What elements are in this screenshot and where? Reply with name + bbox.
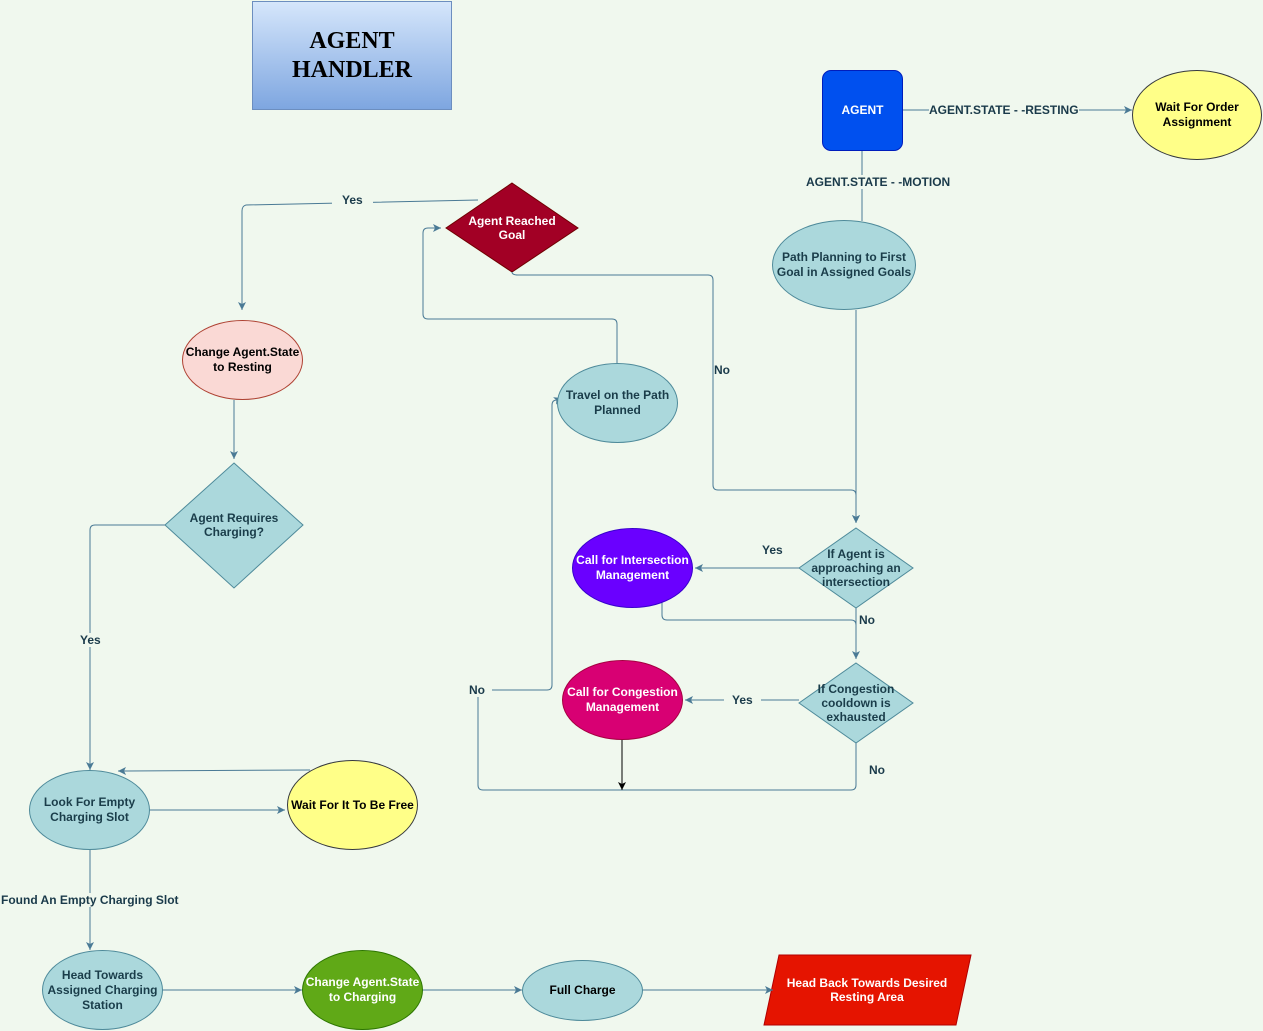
wait-for-free-node[interactable]: Wait For It To Be Free	[287, 760, 418, 850]
edge-wait-to-look	[117, 766, 311, 775]
call-intersection-mgmt-node[interactable]: Call for Intersection Management	[572, 528, 693, 608]
edge-label-goal-yes: Yes	[332, 193, 373, 207]
edge-travel-to-goal	[422, 224, 618, 363]
edge-label-charging-yes: Yes	[80, 633, 101, 647]
if-approaching-intersection-label: If Agent is approaching an intersection	[811, 547, 901, 589]
change-state-resting-node[interactable]: Change Agent.State to Resting	[182, 320, 303, 400]
edge-charging-yes	[86, 524, 165, 770]
edge-travel-no	[492, 397, 563, 691]
agent-reached-goal-label: Agent Reached Goal	[468, 214, 556, 242]
edge-intersection-mgmt-return	[661, 600, 857, 626]
path-planning-node[interactable]: Path Planning to First Goal in Assigned …	[772, 220, 916, 310]
head-back-resting-parallelogram[interactable]	[763, 954, 972, 1026]
agent-requires-charging-diamond[interactable]	[164, 462, 304, 589]
edge-goal-yes	[238, 199, 479, 310]
head-towards-station-node[interactable]: Head Towards Assigned Charging Station	[42, 950, 163, 1030]
edge-goal-no	[511, 271, 860, 523]
edge-label-congestion-no: No	[869, 763, 885, 777]
if-congestion-cooldown-label: If Congestion cooldown is exhausted	[817, 682, 895, 724]
travel-on-path-node[interactable]: Travel on the Path Planned	[557, 363, 678, 443]
edge-label-intersection-no: No	[859, 613, 875, 627]
edge-label-agent-motion: AGENT.STATE - -MOTION	[806, 175, 951, 189]
edge-label-congestion-yes: Yes	[724, 693, 761, 707]
edge-label-intersection-yes: Yes	[762, 543, 783, 557]
change-state-charging-node[interactable]: Change Agent.State to Charging	[302, 950, 423, 1030]
edge-label-found-slot: Found An Empty Charging Slot	[1, 893, 179, 907]
edge-label-travel-no: No	[469, 683, 485, 697]
look-for-empty-slot-node[interactable]: Look For Empty Charging Slot	[29, 770, 150, 850]
page-title: AGENT HANDLER	[252, 1, 452, 110]
wait-for-order-node[interactable]: Wait For Order Assignment	[1132, 70, 1262, 160]
edge-label-agent-resting: AGENT.STATE - -RESTING	[929, 103, 1079, 117]
edge-label-goal-no: No	[714, 363, 730, 377]
agent-node[interactable]: AGENT	[822, 70, 903, 151]
full-charge-node[interactable]: Full Charge	[522, 960, 643, 1021]
call-congestion-mgmt-node[interactable]: Call for Congestion Management	[562, 660, 683, 740]
head-back-resting-label: Head Back Towards Desired Resting Area	[786, 976, 948, 1004]
edge-congestion-no	[477, 695, 857, 791]
agent-requires-charging-label: Agent Requires Charging?	[189, 511, 279, 539]
